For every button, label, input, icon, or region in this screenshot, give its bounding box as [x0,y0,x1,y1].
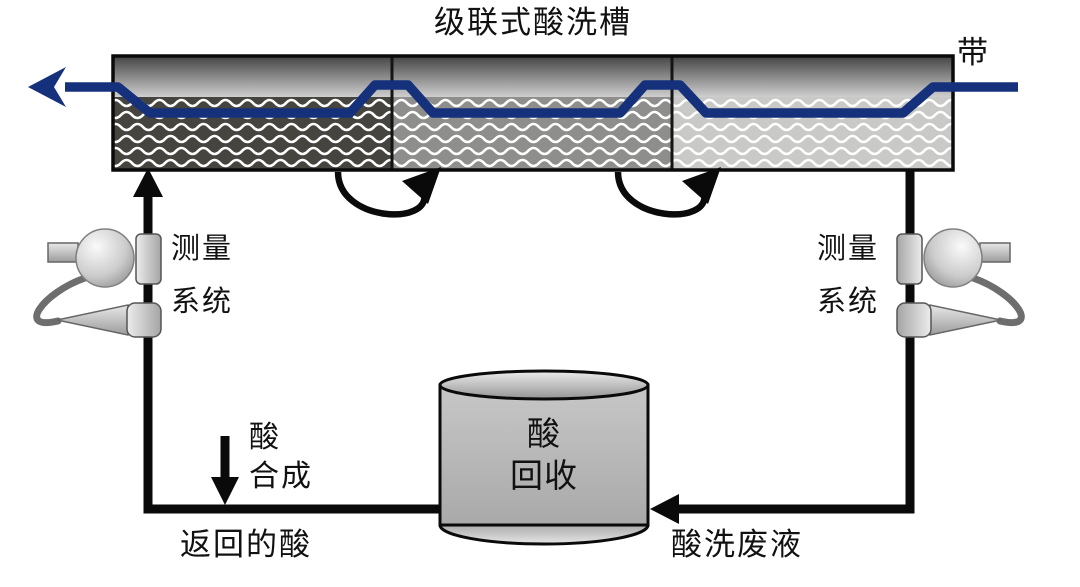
waste-liquor-pipe [676,171,915,514]
acid-recovery-label-line2: 回收 [510,459,578,495]
vessel-top [438,369,650,401]
page-title: 级联式酸洗槽 [434,5,632,40]
down-arrow-icon [211,477,239,505]
measurement-right-label-line1: 测量 [817,233,880,265]
sensor-assembly-icon [37,229,161,337]
measurement-right-label-line2: 系统 [817,286,880,318]
steel-strip [28,67,1018,118]
measurement-system-right [897,229,1021,337]
acid-synthesis-arrow [211,436,239,505]
return-acid-pipe [133,168,442,514]
measurement-system-left [37,229,161,337]
measurement-left-label-line2: 系统 [171,286,234,318]
left-arrow-icon [650,494,679,524]
cascade-arrow-1 [334,167,441,218]
strip-path [65,80,1018,118]
measurement-left-label-line1: 测量 [171,233,234,265]
returned-acid-label: 返回的酸 [180,527,312,562]
strip-direction-arrow-icon [28,67,66,107]
cascade-arrow-2 [614,167,721,218]
tank-headspace [113,57,953,98]
acid-synthesis-label-line1: 酸 [249,421,281,454]
acid-synthesis-label-line2: 合成 [249,460,313,493]
sensor-assembly-icon [897,229,1021,337]
up-arrow-icon [133,168,163,197]
vessel-body [438,383,650,527]
tank-border [111,54,955,172]
vessel-bottom-cap [438,523,650,546]
strip-label: 带 [957,35,990,70]
acid-recovery-vessel [438,369,650,546]
acid-recovery-label-line1: 酸 [527,417,561,453]
pickling-waste-label: 酸洗废液 [671,527,803,562]
